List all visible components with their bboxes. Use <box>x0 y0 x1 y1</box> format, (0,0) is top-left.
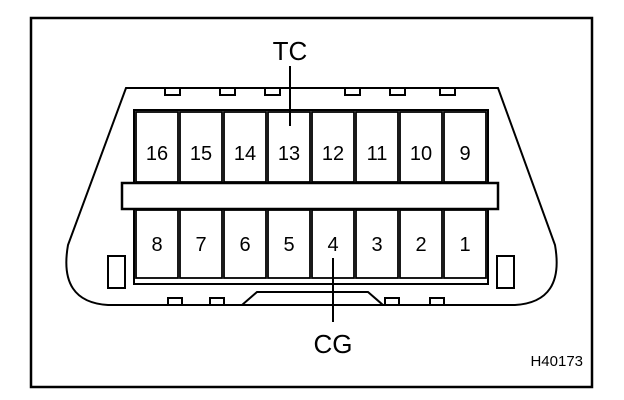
pin-cavity <box>399 111 443 183</box>
pin-cell: 7 <box>179 209 223 279</box>
pin-label: 13 <box>278 143 300 165</box>
top-pin-row: 16 15 14 13 12 11 10 9 <box>135 111 487 183</box>
pin-label: 12 <box>322 143 344 165</box>
pin-cavity <box>443 111 487 183</box>
pin-cavity <box>223 209 267 279</box>
pin-cavity <box>399 209 443 279</box>
pin-cell: 5 <box>267 209 311 279</box>
pin-cell: 1 <box>443 209 487 279</box>
cg-callout-label: CG <box>314 329 353 359</box>
pin-label: 3 <box>371 234 382 256</box>
pin-cell: 10 <box>399 111 443 183</box>
pin-label: 16 <box>146 143 168 165</box>
pin-cell: 3 <box>355 209 399 279</box>
pin-label: 14 <box>234 143 256 165</box>
pin-cavity <box>223 111 267 183</box>
top-notches <box>164 88 456 96</box>
pin-label: 5 <box>283 234 294 256</box>
pin-cavity <box>135 209 179 279</box>
pin-label: 8 <box>151 234 162 256</box>
pin-cavity <box>179 111 223 183</box>
pin-cavity <box>179 209 223 279</box>
pin-cell: 8 <box>135 209 179 279</box>
pin-cell: 12 <box>311 111 355 183</box>
pin-label: 2 <box>415 234 426 256</box>
row-divider-bar <box>120 181 500 211</box>
pin-cavity <box>355 209 399 279</box>
pin-cell: 2 <box>399 209 443 279</box>
pin-label: 11 <box>367 143 388 165</box>
pin-label: 4 <box>327 234 338 256</box>
left-latch-slot <box>107 255 126 289</box>
pin-cell: 6 <box>223 209 267 279</box>
pin-cell: 15 <box>179 111 223 183</box>
connector-body <box>65 87 558 306</box>
pin-cavity <box>311 111 355 183</box>
pin-label: 15 <box>190 143 212 165</box>
pin-cavity <box>135 111 179 183</box>
pin-label: 9 <box>459 143 470 165</box>
pin-cell: 11 <box>355 111 399 183</box>
pin-cell: 14 <box>223 111 267 183</box>
right-latch-slot <box>496 255 515 289</box>
tc-callout-label: TC <box>273 36 308 66</box>
pin-cavity <box>443 209 487 279</box>
diagram-frame <box>29 16 594 389</box>
pin-label: 6 <box>239 234 250 256</box>
pin-label: 7 <box>195 234 206 256</box>
pin-cavity <box>267 209 311 279</box>
bottom-pin-row: 8 7 6 5 4 3 2 1 <box>135 209 487 279</box>
pin-cell: 16 <box>135 111 179 183</box>
figure-id: H40173 <box>530 353 583 370</box>
pin-label: 1 <box>459 234 470 256</box>
pin-cavity <box>355 111 399 183</box>
pin-label: 10 <box>410 143 432 165</box>
bottom-notches <box>167 297 445 305</box>
pin-cell: 9 <box>443 111 487 183</box>
connector-key <box>241 291 384 306</box>
